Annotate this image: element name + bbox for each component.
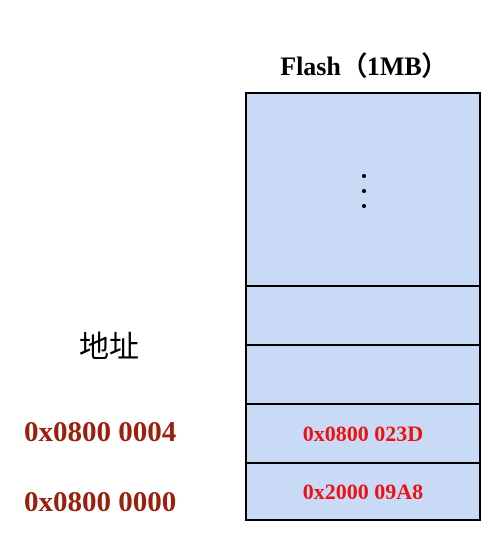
address-label-0004: 0x0800 0004	[24, 416, 177, 448]
memory-cell-value: 0x2000 09A8	[302, 478, 424, 504]
flash-memory-block: 0x0800 023D 0x2000 09A8	[245, 92, 481, 521]
memory-cell-reset-handler: 0x0800 023D	[247, 403, 479, 462]
memory-cell-value: 0x0800 023D	[302, 420, 424, 446]
memory-cell-empty	[247, 344, 479, 403]
diagram-title: Flash（1MB）	[280, 52, 448, 81]
address-column-label: 地址	[79, 330, 139, 365]
dot	[362, 189, 366, 193]
memory-cell-stack-pointer: 0x2000 09A8	[247, 462, 479, 519]
dot	[362, 204, 366, 208]
memory-cell-empty	[247, 285, 479, 344]
address-label-0000: 0x0800 0000	[24, 486, 177, 518]
ellipsis-dots	[362, 174, 366, 210]
dot	[362, 174, 366, 178]
